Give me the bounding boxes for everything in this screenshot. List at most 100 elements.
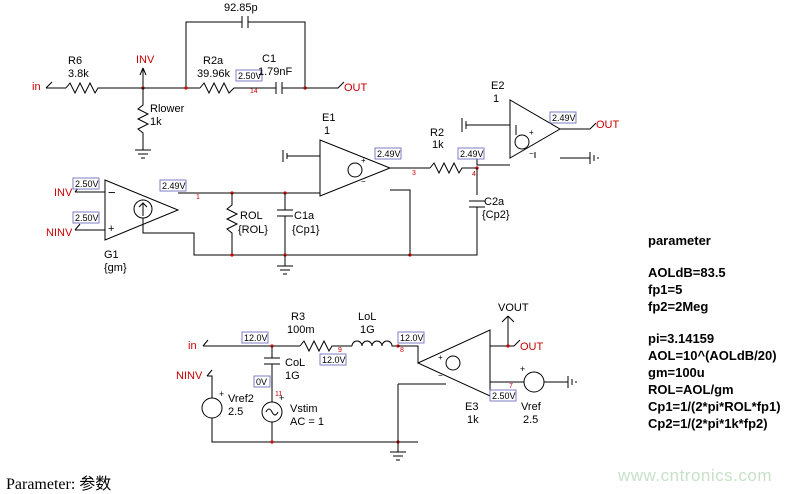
- caption: Parameter: 参数: [6, 476, 112, 493]
- e1-stage: E1 1 + − 2.49V 3 R2 1k 2.49V 4 C2a {Cp2}: [282, 112, 510, 257]
- volt-node7: 2.50V: [492, 391, 516, 401]
- opamp-e2: [509, 99, 561, 159]
- lol-name: LoL: [358, 311, 376, 323]
- source-vref2: [201, 397, 223, 419]
- e1-name: E1: [322, 112, 335, 124]
- vref2-name: Vref2: [228, 393, 254, 405]
- svg-text:+: +: [279, 393, 284, 403]
- vstim-value: AC = 1: [290, 416, 324, 428]
- volt-e1-out: 2.49V: [377, 149, 401, 159]
- volt-g1-ninv: 2.50V: [75, 213, 99, 223]
- g1-minus-sign: −: [108, 185, 116, 200]
- resistor-r2: [429, 161, 477, 175]
- ground-rlower: [135, 149, 151, 159]
- svg-text:+: +: [361, 156, 366, 165]
- ota-g1: [104, 179, 180, 241]
- rlower-name: Rlower: [150, 103, 185, 115]
- capacitor-c1: [275, 82, 305, 94]
- capacitor-col: [264, 346, 280, 388]
- e3-name: E3: [465, 401, 478, 413]
- r2-value: 1k: [432, 139, 444, 151]
- r2-name: R2: [430, 127, 444, 139]
- svg-text:+: +: [520, 364, 525, 374]
- c1-name: C1: [262, 53, 276, 65]
- svg-text:−: −: [361, 177, 366, 186]
- ground-bottom: [390, 442, 406, 461]
- e1-value: 1: [324, 125, 330, 137]
- net-label-inv-g1: INV: [54, 187, 73, 199]
- g1-name: G1: [104, 249, 119, 261]
- e2-name: E2: [491, 80, 504, 92]
- param-line-9: Cp2=1/(2*pi*1k*fp2): [648, 416, 768, 431]
- volt-g1-out: 2.49V: [162, 181, 186, 191]
- net-label-inv-top: INV: [136, 54, 155, 66]
- col-value: 1G: [285, 370, 300, 382]
- capacitor-c1a: [277, 193, 293, 255]
- g1-value: {gm}: [104, 262, 127, 274]
- param-line-2: fp2=2Meg: [648, 299, 708, 314]
- rol-value: {ROL}: [238, 224, 268, 236]
- r3-name: R3: [291, 311, 305, 323]
- svg-text:+: +: [219, 389, 224, 399]
- lol-value: 1G: [360, 324, 375, 336]
- capacitor-c2a: [410, 200, 485, 256]
- col-name: CoL: [285, 357, 305, 369]
- node-3: 3: [412, 170, 416, 177]
- volt-node8: 12.0V: [400, 333, 424, 343]
- g1-stage: − + G1 {gm} INV 2.50V NINV 2.50V 2.49V 1…: [46, 177, 410, 275]
- c2a-value: {Cp2}: [482, 209, 510, 221]
- r2a-value: 39.96k: [197, 68, 231, 80]
- g1-plus-sign: +: [108, 223, 114, 235]
- param-line-4: pi=3.14159: [648, 331, 714, 346]
- source-vref: [523, 371, 545, 393]
- param-line-5: AOL=10^(AOLdB/20): [648, 348, 777, 363]
- node-1: 1: [196, 194, 200, 201]
- r3-value: 100m: [287, 324, 315, 336]
- node-8: 8: [400, 347, 404, 354]
- r6-name: R6: [68, 55, 82, 67]
- vref-name: Vref: [521, 401, 542, 413]
- vref2-value: 2.5: [228, 406, 243, 418]
- opamp-e1: [319, 139, 392, 197]
- svg-text:+: +: [529, 128, 534, 137]
- c1a-value: {Cp1}: [292, 224, 320, 236]
- net-label-vout: VOUT: [498, 302, 529, 314]
- node-9: 9: [338, 347, 342, 354]
- c1-value: 1.79nF: [258, 66, 293, 78]
- opamp-e3: [416, 329, 491, 397]
- volt-in-node: 12.0V: [244, 333, 268, 343]
- vstim-name: Vstim: [290, 403, 318, 415]
- param-line-6: gm=100u: [648, 365, 705, 380]
- rlower-value: 1k: [150, 116, 162, 128]
- e3-value: 1k: [467, 414, 479, 426]
- volt-e2-out: 2.49V: [552, 113, 576, 123]
- rol-name: ROL: [240, 210, 263, 222]
- resistor-r3: [299, 339, 352, 353]
- param-line-0: AOLdB=83.5: [648, 265, 726, 280]
- node-14: 14: [250, 88, 258, 95]
- svg-text:−: −: [438, 371, 443, 380]
- r2a-name: R2a: [203, 55, 224, 67]
- volt-node11: 0V: [256, 377, 267, 387]
- c1a-name: C1a: [294, 210, 315, 222]
- net-label-in-bottom: in: [188, 340, 197, 352]
- bottom-circuit: in 12.0V R3 100m 9 12.0V LoL 1G 12.0V 8 …: [176, 302, 577, 461]
- c2a-name: C2a: [484, 196, 505, 208]
- volt-node9: 12.0V: [322, 355, 346, 365]
- r6-value: 3.8k: [68, 68, 89, 80]
- resistor-r2a: [199, 81, 276, 95]
- svg-text:+: +: [438, 353, 443, 362]
- svg-text:−: −: [529, 149, 534, 158]
- volt-g1-inv: 2.50V: [75, 179, 99, 189]
- capacitor-feedback: [241, 16, 249, 28]
- e2-stage: E2 1 + − OUT 2.49V: [461, 80, 620, 166]
- resistor-rlower: [136, 88, 150, 150]
- node-7: 7: [509, 383, 513, 390]
- net-label-out-e2: OUT: [596, 119, 620, 131]
- net-label-ninv-g1: NINV: [46, 227, 73, 239]
- cfb-value: 92.85p: [224, 2, 258, 14]
- param-line-1: fp1=5: [648, 282, 682, 297]
- net-label-out-top: OUT: [344, 82, 368, 94]
- ground-g1: [277, 255, 293, 275]
